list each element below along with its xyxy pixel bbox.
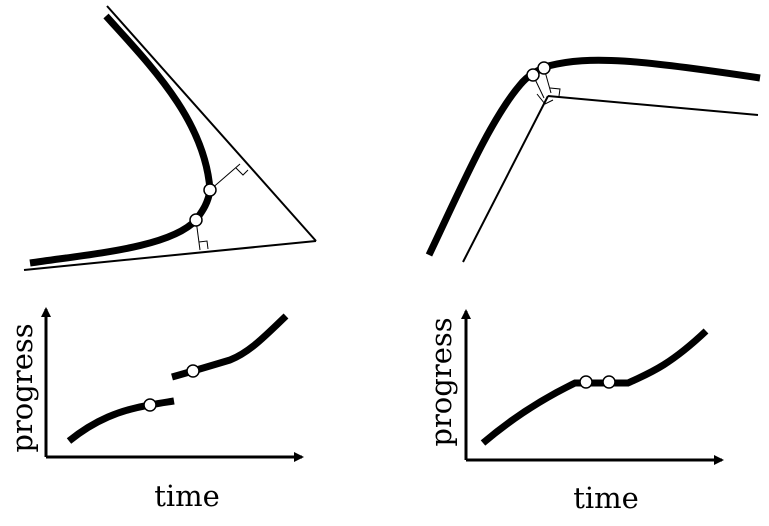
x-axis-label: time (154, 479, 220, 513)
right-angle-marker-right (549, 87, 561, 97)
curve-point-left (526, 68, 540, 82)
right-angle-marker-lower (198, 240, 209, 250)
corner-line-left (462, 95, 549, 263)
curve-point-upper (203, 183, 217, 197)
progress-chart-right: time progress (424, 309, 724, 515)
progress-curve (480, 328, 709, 446)
curve-point-lower (189, 213, 203, 227)
progress-point-1 (579, 375, 593, 389)
smoothed-path-curve (425, 56, 761, 257)
x-axis-label: time (573, 481, 639, 515)
progress-point-1 (143, 398, 157, 412)
right-angle-marker-left (536, 93, 554, 105)
corner-diagram-left (23, 5, 317, 271)
corner-line-right (547, 95, 759, 116)
corner-diagram-right (425, 56, 761, 263)
progress-chart-left: time progress (5, 307, 304, 513)
y-axis-label: progress (5, 323, 39, 452)
corner-line-upper (106, 5, 317, 242)
progress-point-2 (186, 364, 200, 378)
curve-point-right (537, 61, 551, 75)
right-angle-marker-upper (235, 167, 249, 176)
progress-point-2 (602, 375, 616, 389)
corner-line-lower (23, 240, 317, 271)
smoothed-path-curve (29, 13, 214, 267)
y-axis-label: progress (424, 317, 458, 446)
progress-curve-segment-1 (66, 397, 175, 444)
